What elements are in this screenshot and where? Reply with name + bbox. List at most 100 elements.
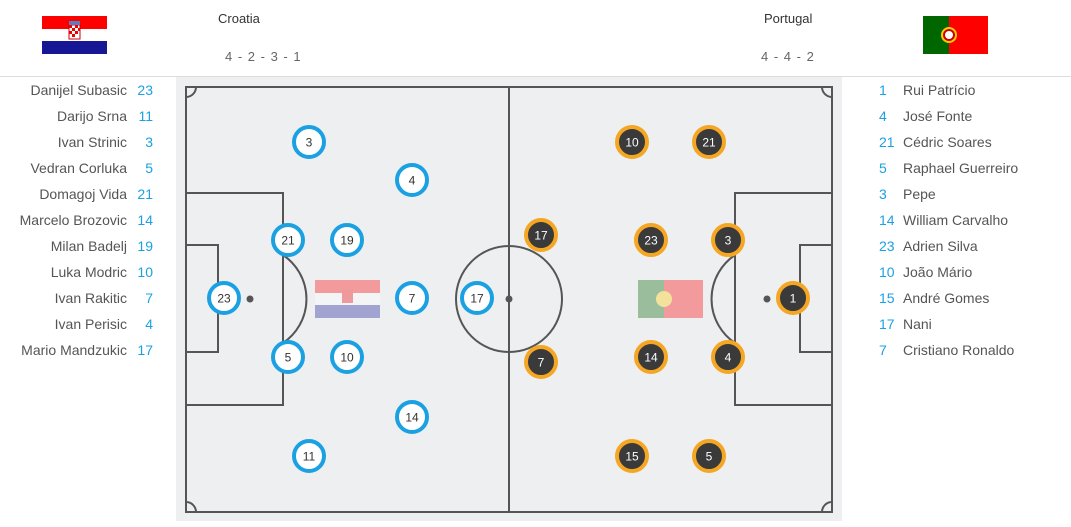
player-name: Adrien Silva [903,238,978,254]
player-name: Vedran Corluka [30,160,127,176]
marker-number: 5 [285,351,292,365]
lineup-row[interactable]: Marcelo Brozovic 14 [0,210,153,236]
marker-number: 5 [706,450,713,464]
player-number: 3 [145,134,153,150]
marker-number: 7 [409,292,416,306]
player-name: Ivan Perisic [54,316,127,332]
player-name: Raphael Guerreiro [903,160,1019,176]
player-name: Pepe [903,186,936,202]
lineup-row[interactable]: Ivan Perisic 4 [0,314,153,340]
player-name: Domagoj Vida [39,186,127,202]
home-player-marker[interactable]: 3 [292,125,326,159]
marker-number: 21 [281,234,295,248]
away-formation: 4 - 4 - 2 [761,49,815,64]
away-player-marker[interactable]: 1 [776,281,810,315]
lineup-row[interactable]: Ivan Strinic 3 [0,132,153,158]
lineup-row[interactable]: Danijel Subasic 23 [0,80,154,106]
away-player-marker[interactable]: 10 [615,125,649,159]
marker-number: 19 [340,234,354,248]
marker-number: 23 [217,292,231,306]
home-player-marker[interactable]: 23 [207,281,241,315]
away-player-marker[interactable]: 21 [692,125,726,159]
marker-number: 10 [340,351,354,365]
marker-number: 3 [725,234,732,248]
player-name: Darijo Srna [56,108,127,124]
marker-number: 11 [303,450,316,464]
marker-number: 4 [725,351,732,365]
away-player-marker[interactable]: 23 [634,223,668,257]
player-name: Ivan Rakitic [54,290,127,306]
player-number: 4 [145,316,153,332]
home-player-marker[interactable]: 19 [330,223,364,257]
player-number: 7 [879,342,887,358]
lineup-row[interactable]: 7 Cristiano Ronaldo [879,340,1018,366]
player-name: José Fonte [903,108,973,124]
marker-number: 14 [405,411,419,425]
player-number: 14 [879,212,895,228]
away-player-marker[interactable]: 4 [711,340,745,374]
player-number: 10 [879,264,895,280]
home-player-marker[interactable]: 10 [330,340,364,374]
lineup-row[interactable]: Domagoj Vida 21 [0,184,153,210]
lineup-row[interactable]: Vedran Corluka 5 [0,158,153,184]
away-player-marker[interactable]: 7 [524,345,558,379]
player-name: Mario Mandzukic [21,342,127,358]
player-number: 21 [137,186,153,202]
marker-number: 4 [409,174,416,188]
home-player-marker[interactable]: 4 [395,163,429,197]
marker-number: 7 [538,356,545,370]
player-name: Milan Badelj [50,238,127,254]
away-player-marker[interactable]: 15 [615,439,649,473]
home-player-marker[interactable]: 7 [395,281,429,315]
home-player-marker[interactable]: 14 [395,400,429,434]
player-number: 5 [145,160,153,176]
home-team-name: Croatia [218,11,260,26]
away-player-marker[interactable]: 17 [524,218,558,252]
player-name: Danijel Subasic [30,82,128,98]
away-player-marker[interactable]: 3 [711,223,745,257]
player-name: Ivan Strinic [57,134,127,150]
player-number: 10 [137,264,153,280]
player-name: Rui Patrício [903,82,976,98]
player-name: Marcelo Brozovic [19,212,127,228]
lineup-row[interactable]: 3 Pepe [879,184,1018,210]
croatia-flag [42,16,107,54]
player-number: 14 [137,212,153,228]
player-number: 5 [879,160,887,176]
player-number: 17 [879,316,895,332]
home-player-marker[interactable]: 5 [271,340,305,374]
marker-number: 23 [644,234,658,248]
player-number: 11 [138,108,153,124]
player-name: André Gomes [903,290,990,306]
home-formation: 4 - 2 - 3 - 1 [225,49,302,64]
lineup-row[interactable]: 5 Raphael Guerreiro [879,158,1018,184]
player-name: Cristiano Ronaldo [903,342,1015,358]
home-player-marker[interactable]: 11 [292,439,326,473]
away-flag-watermark [638,280,703,318]
marker-number: 10 [625,136,639,150]
home-player-marker[interactable]: 21 [271,223,305,257]
home-flag-watermark [315,280,380,318]
header-divider [0,76,1071,77]
away-player-marker[interactable]: 14 [634,340,668,374]
away-player-marker[interactable]: 5 [692,439,726,473]
player-number: 3 [879,186,887,202]
player-number: 23 [137,82,153,98]
home-player-marker[interactable]: 17 [460,281,494,315]
lineup-row[interactable]: Darijo Srna 11 [0,106,153,132]
